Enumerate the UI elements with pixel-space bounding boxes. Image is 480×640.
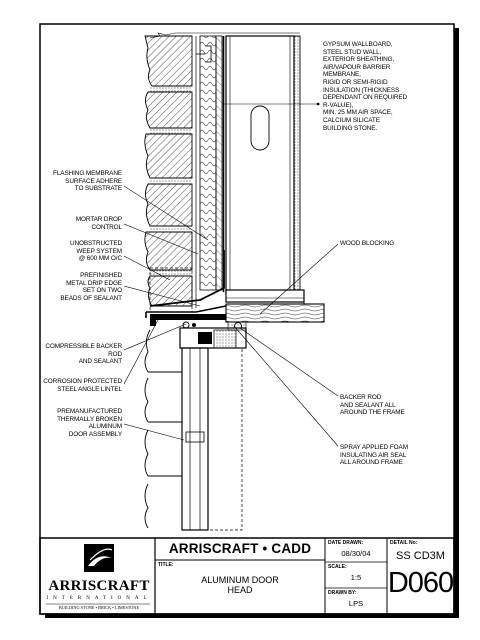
note-mortar-drop: MORTAR DROP CONTROL <box>75 216 122 231</box>
gypsum-wallboard <box>293 35 301 293</box>
drawn-by-label: DRAWN BY: <box>328 590 357 596</box>
drawing-title-line1: ALUMINUM DOOR <box>201 575 279 585</box>
door-assembly <box>181 347 243 531</box>
leaders-right <box>233 243 339 447</box>
note-compressible-backer-rod: COMPRESSIBLE BACKER ROD AND SEALANT <box>45 343 122 366</box>
note-drip-edge: PREFINISHED METAL DRIP EDGE SET ON TWO B… <box>60 272 122 302</box>
note-wall-assembly: GYPSUM WALLBOARD, STEEL STUD WALL, EXTER… <box>323 41 408 132</box>
scale-value: 1:5 <box>350 573 362 582</box>
brand-tagline: BUILDING STONE • BRICK • LIMESTONE <box>58 605 140 610</box>
brand-sub: INTERNATIONAL <box>46 596 152 601</box>
wall-ties <box>196 45 212 63</box>
date-value: 08/30/04 <box>341 549 371 558</box>
stone-veneer <box>144 35 193 307</box>
drip-edge <box>145 305 227 318</box>
date-label: DATE DRAWN: <box>328 540 364 546</box>
break-line-top <box>149 32 300 39</box>
note-door-assembly: PREMANUFACTURED THERMALLY BROKEN ALUMINU… <box>57 408 122 438</box>
note-wood-blocking: WOOD BLOCKING <box>340 240 395 247</box>
detail-series: SS CD3M <box>396 550 445 562</box>
stud-knockout <box>250 105 270 151</box>
steel-stud <box>225 35 295 293</box>
arriscraft-logo-icon <box>84 544 114 572</box>
mortar-joints <box>150 86 192 276</box>
leaders-left <box>123 185 209 441</box>
title-label: TITLE: <box>158 562 174 568</box>
detail-label: DETAIL No: <box>390 540 418 546</box>
stud-track <box>225 289 305 303</box>
note-flashing-membrane: FLASHING MEMBRANE SURFACE ADHERE TO SUBS… <box>53 170 122 193</box>
brand-name: ARRISCRAFT <box>48 578 150 594</box>
flashing-membrane <box>149 250 225 307</box>
note-spray-foam: SPRAY APPLIED FOAM INSULATING AIR SEAL A… <box>340 444 408 467</box>
detail-number: D060 <box>387 567 454 599</box>
company-name: ARRISCRAFT • CADD <box>168 541 312 556</box>
drawn-by-value: LPS <box>348 599 364 608</box>
spray-foam <box>227 321 247 331</box>
stone-below <box>144 329 182 529</box>
wood-blocking <box>225 303 325 323</box>
title-block <box>39 537 455 615</box>
sheathing <box>215 35 223 291</box>
steel-angle-lintel <box>150 314 226 326</box>
note-backer-rod-right: BACKER ROD AND SEALANT ALL AROUND THE FR… <box>340 394 405 417</box>
drawing-title-line2: HEAD <box>227 585 253 595</box>
scale-label: SCALE: <box>328 564 347 570</box>
rigid-insulation <box>199 35 217 291</box>
note-weep-system: UNOBSTRUCTED WEEP SYSTEM @ 600 MM O/C <box>69 240 122 263</box>
note-steel-lintel: CORROSION PROTECTED STEEL ANGLE LINTEL <box>43 378 122 393</box>
